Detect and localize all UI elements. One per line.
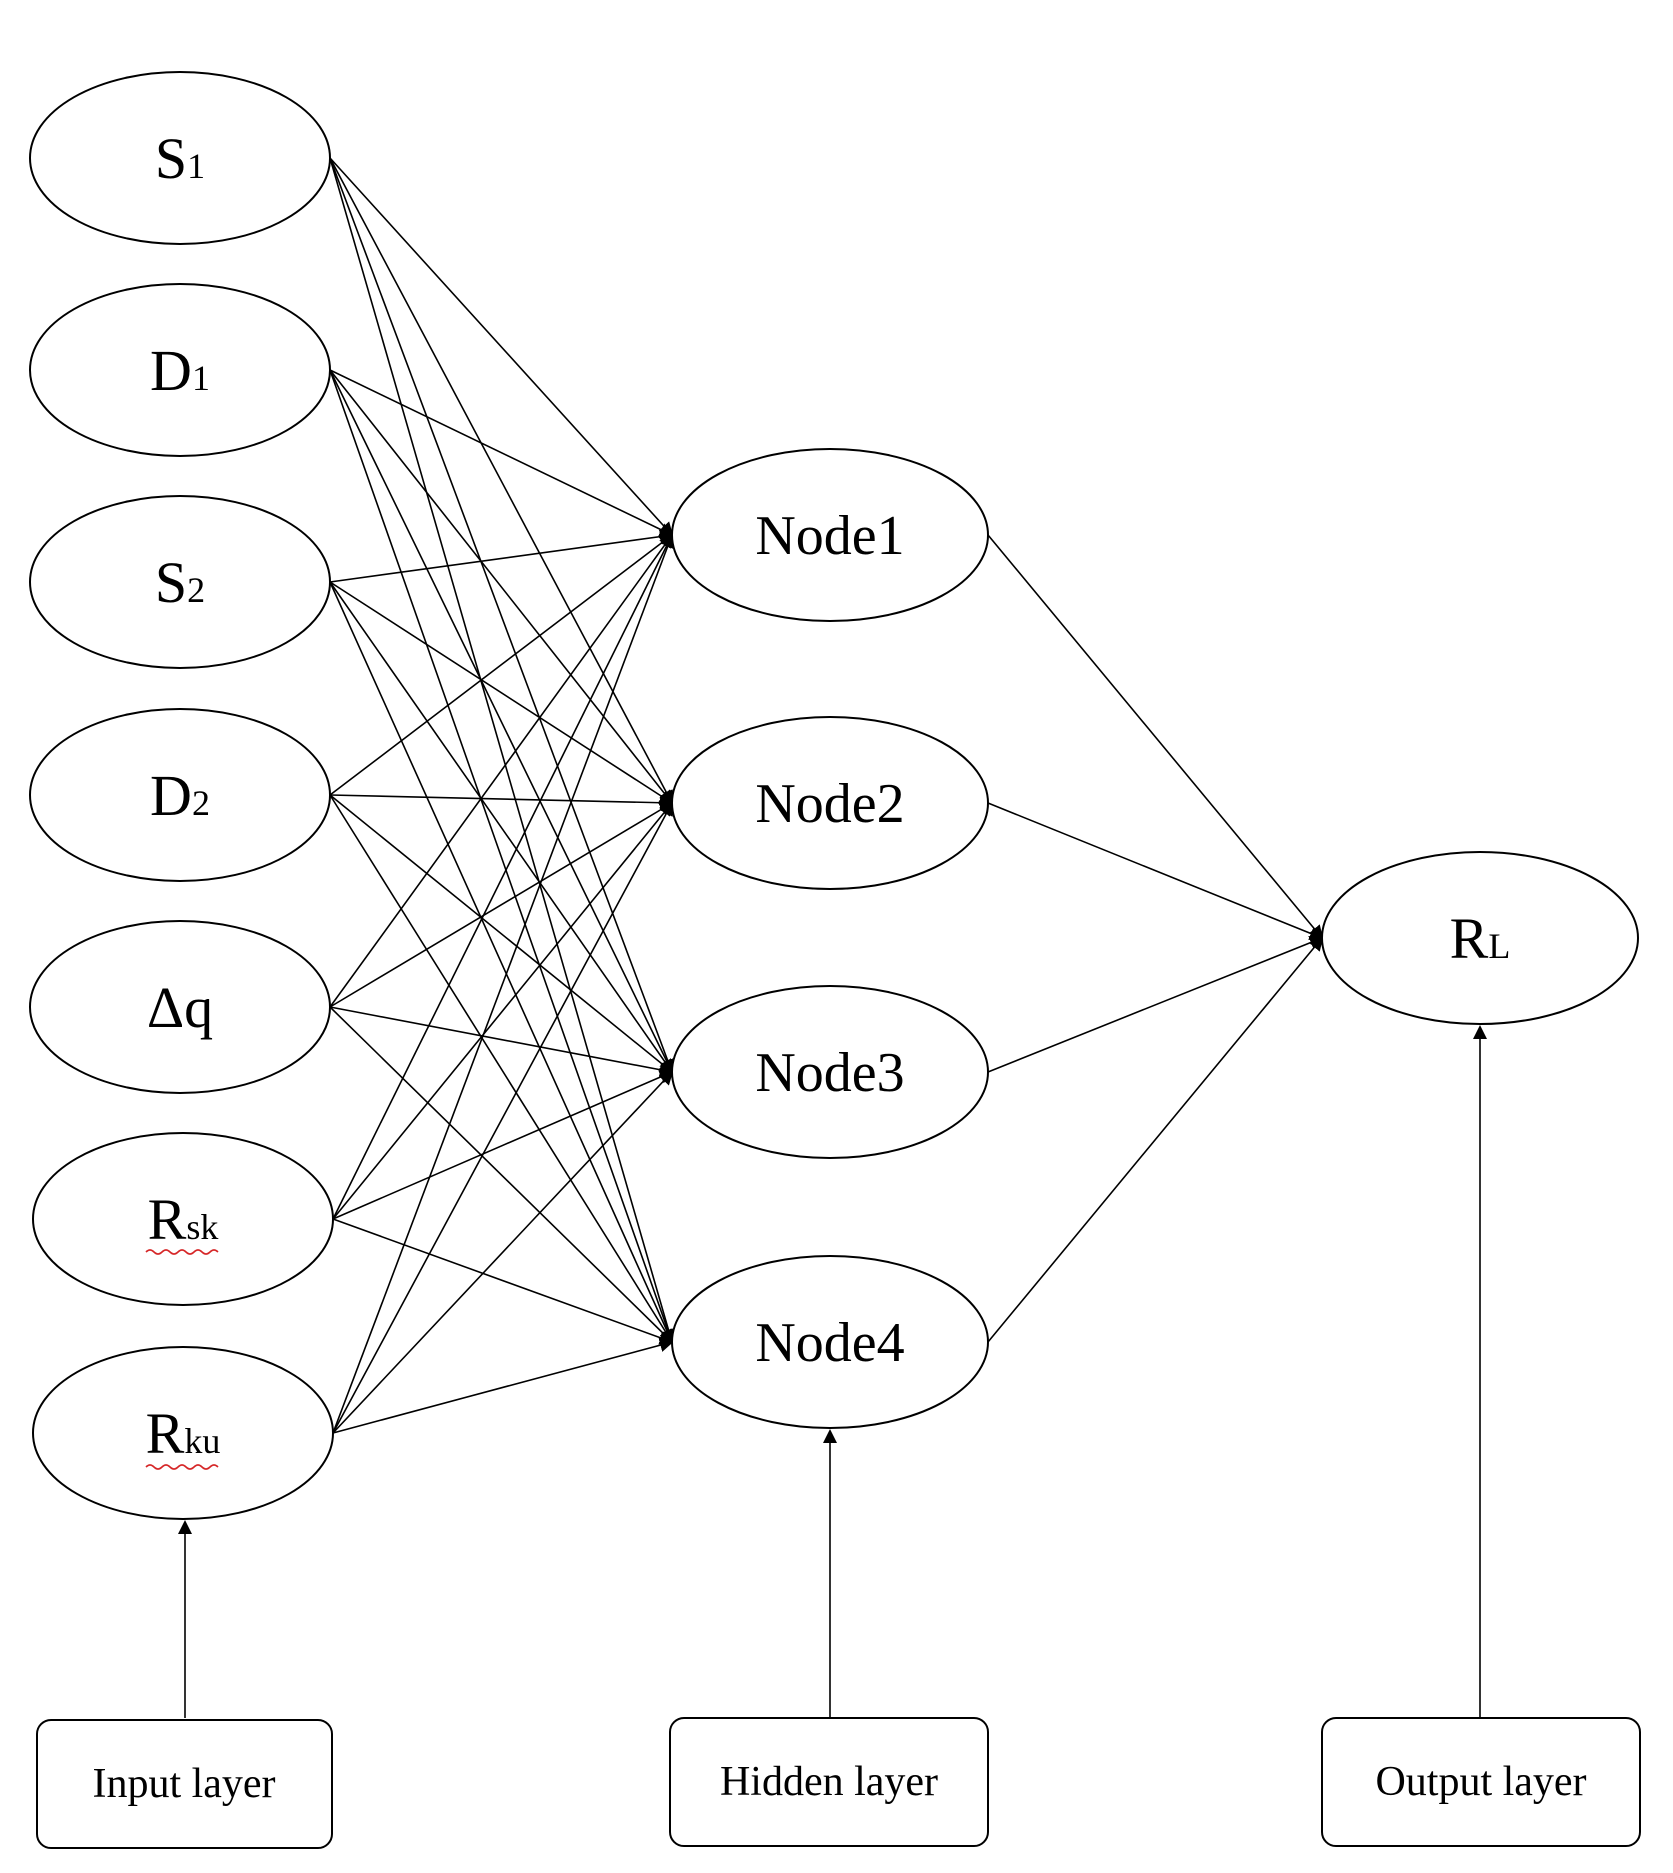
svg-text:D1: D1 — [150, 338, 210, 403]
output-node-label: R — [1450, 906, 1489, 971]
output-node-rl: RL — [1321, 851, 1639, 1025]
input-node-rsk: Rsk — [32, 1132, 334, 1306]
hidden-node-1: Node1 — [671, 448, 989, 622]
hidden-node-label: Node4 — [755, 1312, 904, 1374]
svg-text:S1: S1 — [155, 126, 205, 191]
output-layer-label: Output layer — [1375, 1759, 1586, 1805]
connection-node2-output — [987, 802, 1324, 940]
connection-input2-node4 — [329, 369, 675, 1344]
input-node-label: S — [155, 550, 187, 615]
hidden-layer-box: Hidden layer — [669, 1717, 989, 1847]
connection-input1-node1 — [329, 157, 674, 537]
connection-input2-node1 — [329, 369, 674, 537]
spellcheck-underline — [145, 1464, 219, 1470]
input-node-subscript: 1 — [187, 146, 205, 186]
input-node-label: R — [146, 1401, 185, 1466]
svg-text:Δq: Δq — [147, 975, 213, 1040]
hidden-node-4: Node4 — [671, 1255, 989, 1429]
output-node-subscript: L — [1488, 926, 1510, 966]
svg-text:D2: D2 — [150, 763, 210, 828]
input-layer-box: Input layer — [36, 1719, 333, 1849]
svg-text:Rku: Rku — [146, 1401, 221, 1466]
hidden-node-label: Node2 — [755, 773, 904, 835]
connection-input7-node3 — [332, 1070, 674, 1434]
input-node-rku: Rku — [32, 1346, 334, 1520]
input-node-subscript: 1 — [192, 358, 210, 398]
connection-node1-output — [987, 534, 1324, 940]
connection-node3-output — [987, 935, 1324, 1073]
input-node-d1: D1 — [29, 283, 331, 457]
svg-text:RL: RL — [1450, 906, 1511, 971]
input-node-label: Δq — [147, 975, 213, 1040]
svg-text:S2: S2 — [155, 550, 205, 615]
input-node-subscript: sk — [186, 1207, 218, 1247]
input-node-subscript: 2 — [192, 783, 210, 823]
connection-input2-node3 — [329, 369, 674, 1074]
connection-input6-node3 — [332, 1070, 674, 1220]
connection-node4-output — [987, 936, 1324, 1343]
hidden-layer-label: Hidden layer — [720, 1759, 938, 1805]
connection-input4-node1 — [329, 533, 674, 796]
input-hidden-connections — [329, 157, 676, 1434]
connection-input6-node1 — [332, 533, 673, 1220]
input-node-s1: S1 — [29, 71, 331, 245]
hidden-node-label: Node3 — [755, 1042, 904, 1104]
input-node-s2: S2 — [29, 495, 331, 669]
connection-input6-node4 — [332, 1218, 674, 1345]
hidden-node-3: Node3 — [671, 985, 989, 1159]
connection-input7-node1 — [332, 533, 675, 1434]
connection-input3-node3 — [329, 581, 674, 1074]
connection-input5-node3 — [329, 1006, 674, 1077]
connection-input1-node4 — [329, 157, 676, 1344]
input-node-label: S — [155, 126, 187, 191]
output-layer-box: Output layer — [1321, 1717, 1641, 1847]
connection-input3-node1 — [329, 529, 674, 583]
hidden-node-2: Node2 — [671, 716, 989, 890]
svg-text:Rsk: Rsk — [148, 1187, 219, 1252]
input-node-label: D — [150, 338, 192, 403]
connection-input5-node2 — [329, 801, 674, 1008]
connection-input1-node2 — [329, 157, 673, 805]
input-layer-label: Input layer — [92, 1761, 275, 1807]
connection-input7-node2 — [332, 801, 673, 1434]
hidden-output-connections — [987, 534, 1324, 1343]
connection-input4-node3 — [329, 794, 674, 1074]
connection-input3-node2 — [329, 581, 674, 805]
hidden-node-label: Node1 — [755, 505, 904, 567]
input-node-d2: D2 — [29, 708, 331, 882]
connection-input4-node2 — [329, 794, 674, 810]
connection-input6-node2 — [332, 801, 674, 1220]
spellcheck-underline — [145, 1249, 219, 1255]
connection-input5-node4 — [329, 1006, 674, 1344]
connection-input7-node4 — [332, 1338, 674, 1434]
connection-input2-node2 — [329, 369, 674, 805]
input-node-label: R — [148, 1187, 187, 1252]
connection-input5-node1 — [329, 533, 674, 1008]
input-node-delta-q: Δq — [29, 920, 331, 1094]
input-node-subscript: 2 — [187, 570, 205, 610]
connection-input4-node4 — [329, 794, 674, 1344]
input-node-label: D — [150, 763, 192, 828]
input-node-subscript: ku — [184, 1421, 220, 1461]
connection-input3-node4 — [329, 581, 674, 1344]
connection-input1-node3 — [329, 157, 675, 1074]
